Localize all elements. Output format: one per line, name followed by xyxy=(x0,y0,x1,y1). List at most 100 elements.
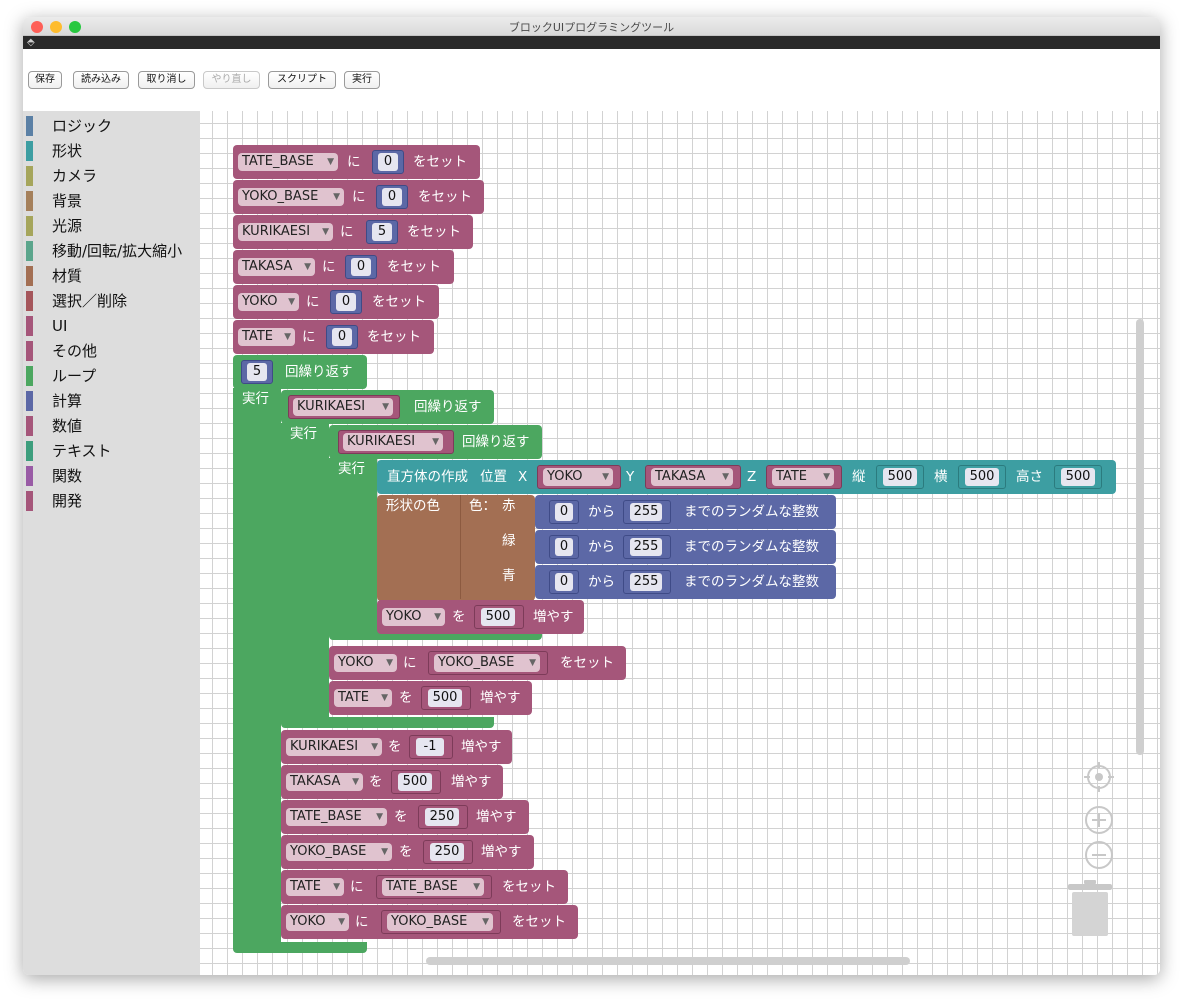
increment-block-takasa[interactable]: TAKASA▼ を 500 増やす xyxy=(281,765,503,799)
load-button[interactable]: 読み込み xyxy=(73,71,129,89)
number-field[interactable]: 255 xyxy=(630,503,662,521)
number-field[interactable]: 500 xyxy=(883,468,917,486)
menu-toggle-icon[interactable]: ⬘ xyxy=(27,37,35,48)
minimize-window-button[interactable] xyxy=(50,21,62,33)
set-block-yoko-base[interactable]: YOKO_BASE▼ に 0 をセット xyxy=(233,180,484,214)
zoom-in-icon[interactable] xyxy=(1084,805,1114,835)
category-item[interactable]: 計算 xyxy=(26,390,196,412)
number-field[interactable]: 0 xyxy=(378,153,398,171)
category-item[interactable]: テキスト xyxy=(26,440,196,462)
script-button[interactable]: スクリプト xyxy=(268,71,336,89)
category-item[interactable]: 光源 xyxy=(26,215,196,237)
set-block-kurikaesi[interactable]: KURIKAESI▼ に 5 をセット xyxy=(233,215,473,249)
repeat-block-outer[interactable]: 5 回繰り返す xyxy=(233,355,367,389)
var-dropdown[interactable]: YOKO_BASE▼ xyxy=(286,843,392,861)
random-int-blue[interactable]: 0 から 255 までのランダムな整数 xyxy=(535,565,836,599)
var-dropdown[interactable]: TATE▼ xyxy=(238,328,295,346)
number-field[interactable]: 250 xyxy=(430,843,464,861)
redo-button[interactable]: やり直し xyxy=(203,71,260,89)
category-item[interactable]: ループ xyxy=(26,365,196,387)
var-dropdown[interactable]: YOKO▼ xyxy=(286,913,349,931)
category-item[interactable]: 背景 xyxy=(26,190,196,212)
set-block-yoko[interactable]: YOKO▼ に 0 をセット xyxy=(233,285,439,319)
number-field[interactable]: 500 xyxy=(1061,468,1095,486)
category-item[interactable]: UI xyxy=(26,315,196,337)
category-item[interactable]: 材質 xyxy=(26,265,196,287)
var-dropdown[interactable]: TATE_BASE▼ xyxy=(286,808,387,826)
category-item[interactable]: 関数 xyxy=(26,465,196,487)
random-int-green[interactable]: 0 から 255 までのランダムな整数 xyxy=(535,530,836,564)
var-dropdown[interactable]: YOKO▼ xyxy=(382,608,445,626)
trash-icon[interactable] xyxy=(1068,880,1112,936)
run-button[interactable]: 実行 xyxy=(344,71,380,89)
var-dropdown[interactable]: YOKO▼ xyxy=(543,468,613,486)
var-dropdown[interactable]: TATE▼ xyxy=(286,878,344,896)
number-field[interactable]: 255 xyxy=(630,538,662,556)
increment-block-yoko[interactable]: YOKO▼ を 500 増やす xyxy=(377,600,584,634)
var-dropdown[interactable]: YOKO▼ xyxy=(238,293,299,311)
category-item[interactable]: ロジック xyxy=(26,115,196,137)
var-dropdown[interactable]: YOKO_BASE▼ xyxy=(434,654,540,672)
category-item[interactable]: 形状 xyxy=(26,140,196,162)
var-dropdown[interactable]: YOKO_BASE▼ xyxy=(238,188,344,206)
number-field[interactable]: 500 xyxy=(428,689,462,707)
var-dropdown[interactable]: YOKO▼ xyxy=(334,654,397,672)
set-block-yoko-from-base-2[interactable]: YOKO▼ に YOKO_BASE▼ をセット xyxy=(281,905,578,939)
var-dropdown[interactable]: TATE▼ xyxy=(334,689,392,707)
var-dropdown[interactable]: TATE▼ xyxy=(772,468,834,486)
var-dropdown[interactable]: TAKASA▼ xyxy=(651,468,733,486)
var-dropdown[interactable]: KURIKAESI▼ xyxy=(343,433,443,451)
increment-block-kurikaesi[interactable]: KURIKAESI▼ を -1 増やす xyxy=(281,730,512,764)
number-field[interactable]: 500 xyxy=(965,468,999,486)
zoom-window-button[interactable] xyxy=(69,21,81,33)
vertical-scrollbar[interactable] xyxy=(1136,319,1144,755)
close-window-button[interactable] xyxy=(31,21,43,33)
number-field[interactable]: 0 xyxy=(336,293,356,311)
category-item[interactable]: 移動/回転/拡大縮小 xyxy=(26,240,196,262)
save-button[interactable]: 保存 xyxy=(28,71,62,89)
number-field[interactable]: 0 xyxy=(555,503,573,521)
undo-button[interactable]: 取り消し xyxy=(138,71,195,89)
shape-color-block[interactable]: 形状の色 色： 赤 緑 青 xyxy=(377,495,535,601)
var-dropdown[interactable]: YOKO_BASE▼ xyxy=(387,913,493,931)
number-field[interactable]: -1 xyxy=(416,738,444,756)
number-field[interactable]: 250 xyxy=(425,808,459,826)
var-dropdown[interactable]: TATE_BASE▼ xyxy=(382,878,484,896)
var-dropdown[interactable]: KURIKAESI▼ xyxy=(238,223,333,241)
number-field[interactable]: 500 xyxy=(481,608,515,626)
category-item[interactable]: 開発 xyxy=(26,490,196,512)
number-field[interactable]: 500 xyxy=(398,773,432,791)
set-block-tate-base[interactable]: TATE_BASE▼ に 0 をセット xyxy=(233,145,480,179)
increment-block-yoko-base[interactable]: YOKO_BASE▼ を 250 増やす xyxy=(281,835,534,869)
category-item[interactable]: その他 xyxy=(26,340,196,362)
set-block-takasa[interactable]: TAKASA▼ に 0 をセット xyxy=(233,250,454,284)
repeat-block-inner[interactable]: KURIKAESI▼ 回繰り返す xyxy=(329,425,542,459)
recenter-icon[interactable] xyxy=(1084,762,1114,792)
number-field[interactable]: 255 xyxy=(630,573,662,591)
number-field[interactable]: 0 xyxy=(555,538,573,556)
number-field[interactable]: 0 xyxy=(382,188,402,206)
block-workspace[interactable]: TATE_BASE▼ に 0 をセット YOKO_BASE▼ に 0 をセット … xyxy=(200,111,1160,975)
category-item[interactable]: 選択／削除 xyxy=(26,290,196,312)
number-field[interactable]: 5 xyxy=(372,223,392,241)
category-item[interactable]: 数値 xyxy=(26,415,196,437)
increment-block-tate[interactable]: TATE▼ を 500 増やす xyxy=(329,681,532,715)
increment-block-tate-base[interactable]: TATE_BASE▼ を 250 増やす xyxy=(281,800,529,834)
number-field[interactable]: 0 xyxy=(332,328,352,346)
repeat-block-middle[interactable]: KURIKAESI▼ 回繰り返す xyxy=(281,390,494,424)
zoom-out-icon[interactable] xyxy=(1084,840,1114,870)
set-block-tate-from-base[interactable]: TATE▼ に TATE_BASE▼ をセット xyxy=(281,870,568,904)
set-block-tate[interactable]: TATE▼ に 0 をセット xyxy=(233,320,434,354)
number-field[interactable]: 0 xyxy=(351,258,371,276)
set-block-yoko-from-base[interactable]: YOKO▼ に YOKO_BASE▼ をセット xyxy=(329,646,626,680)
var-dropdown[interactable]: TAKASA▼ xyxy=(286,773,363,791)
var-dropdown[interactable]: KURIKAESI▼ xyxy=(293,398,393,416)
horizontal-scrollbar[interactable] xyxy=(426,957,910,965)
random-int-red[interactable]: 0 から 255 までのランダムな整数 xyxy=(535,495,836,529)
category-item[interactable]: カメラ xyxy=(26,165,196,187)
var-dropdown[interactable]: TATE_BASE▼ xyxy=(238,153,338,171)
create-box-block[interactable]: 直方体の作成 位置 X YOKO▼ Y TAKASA▼ Z TATE▼ 縦 50… xyxy=(377,460,1116,494)
var-dropdown[interactable]: KURIKAESI▼ xyxy=(286,738,382,756)
var-dropdown[interactable]: TAKASA▼ xyxy=(238,258,315,276)
number-field[interactable]: 5 xyxy=(247,363,267,381)
